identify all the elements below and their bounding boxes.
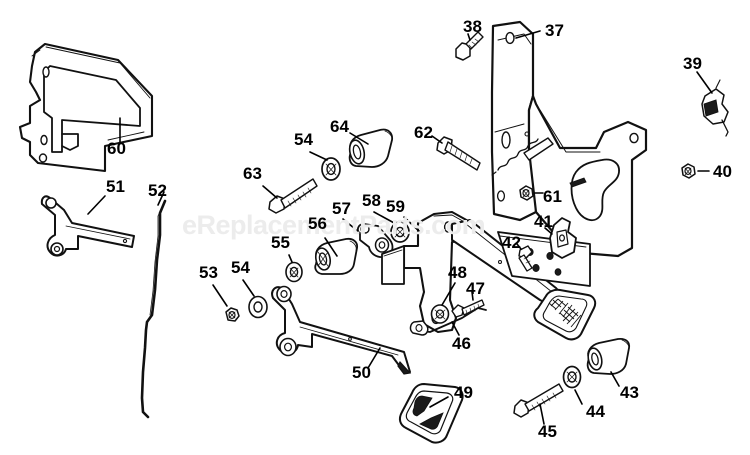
part-61-lock-nut: [519, 185, 544, 201]
callout-54-lower: 54: [231, 258, 250, 277]
callout-42: 42: [502, 233, 521, 252]
part-38-hex-bolt: [455, 31, 484, 61]
callout-61: 61: [543, 187, 562, 206]
callout-43: 43: [620, 383, 639, 402]
callout-53: 53: [199, 263, 218, 282]
callout-47: 47: [466, 279, 485, 298]
part-53-hex-lock-nut: [212, 284, 240, 322]
callout-37: 37: [545, 21, 564, 40]
callout-56: 56: [308, 214, 327, 233]
part-43-spacer-sleeve: [586, 337, 631, 387]
callout-52: 52: [148, 181, 167, 200]
callout-51: 51: [106, 177, 125, 196]
callout-60: 60: [107, 139, 126, 158]
callout-49: 49: [454, 383, 473, 402]
part-44-flat-washer: [562, 365, 583, 405]
callout-44: 44: [586, 402, 605, 421]
part-60-deck-support-bracket: [18, 42, 154, 173]
part-49-pedal-pad: [398, 383, 464, 444]
callout-41: 41: [534, 212, 553, 231]
part-48-pivot-bushing: [430, 282, 456, 324]
part-64-spacer-sleeve: [348, 128, 393, 168]
callout-63: 63: [243, 164, 262, 183]
part-42-self-tapping-screw: [516, 243, 533, 272]
part-40-lock-nut: [681, 163, 710, 179]
part-45-shoulder-bolt: [513, 383, 564, 425]
part-56-spacer-bushing: [314, 237, 359, 275]
part-57-pivot-link: [342, 218, 394, 259]
part-41-small-clip-bracket: [544, 217, 577, 259]
callout-39: 39: [683, 54, 702, 73]
part-39-switch-connector: [696, 71, 729, 137]
part-46-pedal-rod-link: [409, 307, 487, 336]
callout-45: 45: [538, 422, 557, 441]
callout-62: 62: [414, 123, 433, 142]
callout-54-upper: 54: [294, 130, 313, 149]
part-52-long-bent-rod: [140, 191, 167, 419]
part-47-carriage-bolt: [451, 291, 485, 318]
callout-50: 50: [352, 363, 371, 382]
part-63-hex-bolt: [262, 178, 318, 214]
part-62-hex-bolt: [431, 135, 481, 171]
part-55-flat-washer: [285, 254, 303, 283]
callout-48: 48: [448, 263, 467, 282]
callout-40: 40: [713, 162, 732, 181]
part-51-pivot-plate-arm: [40, 195, 135, 257]
callout-59: 59: [386, 197, 405, 216]
part-54-flat-washer-upper: [309, 151, 341, 181]
callout-46: 46: [452, 334, 471, 353]
part-54-flat-washer-lower: [242, 279, 268, 319]
spring-bolt-detail: [491, 137, 554, 176]
callout-57: 57: [332, 199, 351, 218]
callout-64: 64: [330, 117, 349, 136]
part-50-lift-link-arm: [271, 285, 412, 375]
callout-55: 55: [271, 233, 290, 252]
callout-58: 58: [362, 191, 381, 210]
part-58-bushing: [373, 211, 410, 243]
callout-38: 38: [463, 17, 482, 36]
